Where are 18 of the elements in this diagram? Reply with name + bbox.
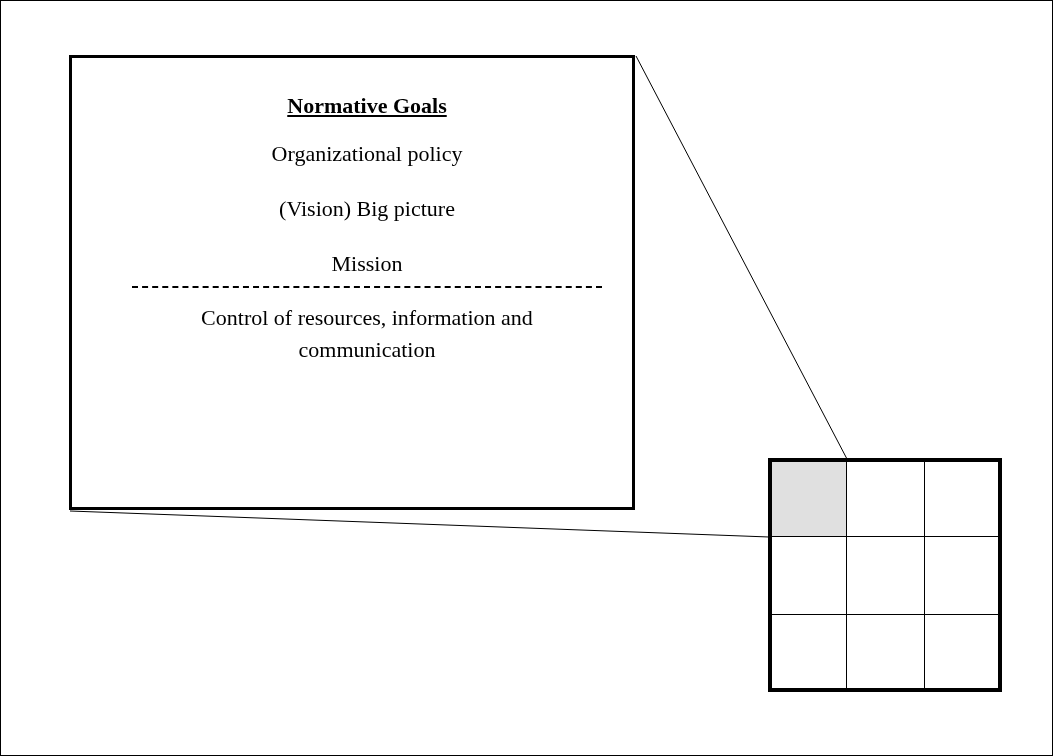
heading: Normative Goals bbox=[287, 92, 447, 120]
grid-box bbox=[768, 458, 1002, 692]
text-line: (Vision) Big picture bbox=[279, 195, 455, 223]
grid-cell bbox=[768, 536, 846, 614]
grid-cell bbox=[768, 458, 846, 536]
text-line: Mission bbox=[331, 250, 403, 278]
callout-box bbox=[69, 55, 635, 510]
text-line: Organizational policy bbox=[271, 140, 463, 168]
grid-cell bbox=[846, 614, 924, 692]
grid-cell bbox=[846, 536, 924, 614]
grid-cell bbox=[924, 536, 1002, 614]
grid-cell bbox=[924, 614, 1002, 692]
text-line: Control of resources, information and communication bbox=[200, 304, 534, 364]
leader-line bbox=[69, 510, 770, 538]
grid-cell bbox=[846, 458, 924, 536]
leader-line bbox=[635, 55, 848, 460]
grid-cell bbox=[924, 458, 1002, 536]
grid-cell bbox=[768, 614, 846, 692]
